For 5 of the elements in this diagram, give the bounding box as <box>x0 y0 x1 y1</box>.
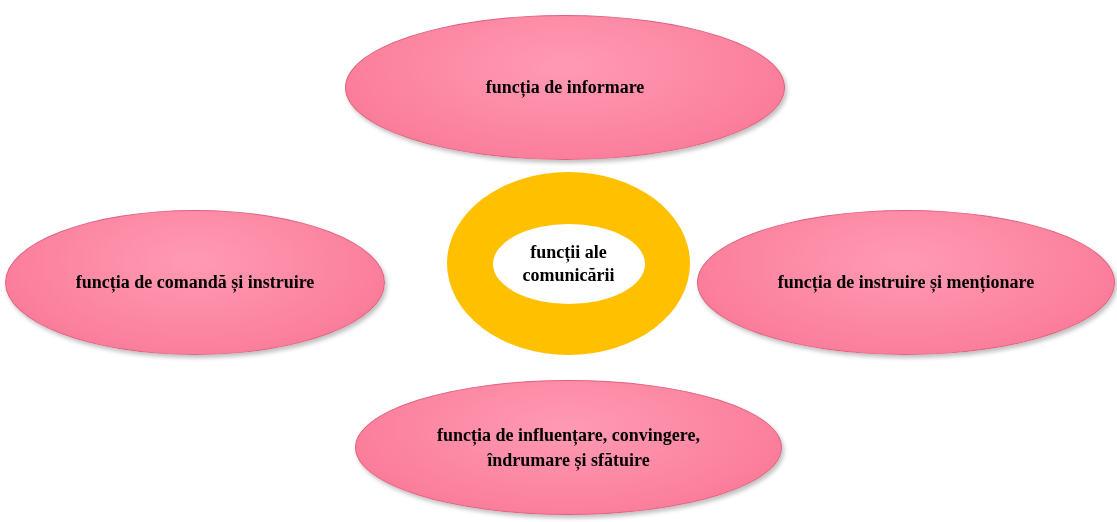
node-label: funcția de instruire și menționare <box>777 271 1035 295</box>
node-label: funcția de comandă și instruire <box>75 271 315 295</box>
node-label: funcția de influențare, convingere, îndrumare și sfătuire <box>436 423 701 473</box>
node-label: funcția de informare <box>485 76 645 100</box>
center-label: funcții ale comunicării <box>492 223 645 304</box>
